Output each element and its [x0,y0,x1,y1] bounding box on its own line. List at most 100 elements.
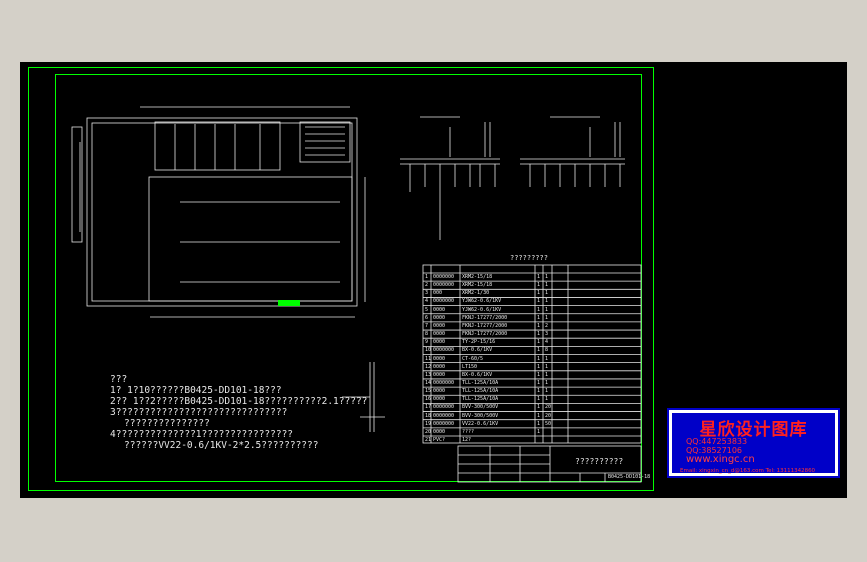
table-cell: FKNJ-17277/2000 [462,314,508,321]
cad-linework [71,106,642,483]
table-cell: ???? [462,428,475,435]
table-cell: 50 [545,420,552,427]
table-cell: 1 [537,420,541,427]
table-cell: 1 [537,290,541,297]
drawing-sheet-border [28,67,654,491]
table-cell: 12 [425,363,432,370]
table-cell: 1 [545,363,549,370]
table-cell: 000 [433,290,443,297]
table-cell: 1 [545,396,549,403]
table-cell: 20 [545,404,552,411]
design-notes: ???1? 1?10??????B0425-DD101-18???2?? 1??… [110,374,367,451]
table-cell: 3 [545,331,549,338]
table-cell: 1 [537,412,541,419]
table-cell: 1 [537,322,541,329]
table-cell: 11 [425,355,432,362]
table-cell: 0000 [433,306,446,313]
table-cell: 1 [537,363,541,370]
table-cell: 1 [537,339,541,346]
table-cell: 1 [537,428,541,435]
table-cell: 13 [425,371,432,378]
single-line-diagram-1 [400,116,500,240]
table-cell: 0000000 [433,282,455,289]
note-line-2: 2?? 1??2?????B0425-DD101-18??????????2.1… [110,396,368,407]
table-cell: 0000 [433,355,446,362]
table-cell: 0000 [433,428,446,435]
table-cell: TY-2P-15/16 [462,339,496,346]
table-cell: 1 [537,347,541,354]
table-cell: 19 [425,420,432,427]
table-cell: 20 [425,428,432,435]
table-cell: XRM2-15/18 [462,274,493,280]
table-cell: 15 [425,388,432,395]
table-cell: 21 [425,437,432,443]
note-line-1: 1? 1?10??????B0425-DD101-18??? [110,385,282,396]
table-cell: 1 [545,314,549,321]
table-cell: 1 [537,371,541,378]
notes-heading: ??? [110,374,128,385]
grounding-detail [342,362,385,432]
table-cell: CT-60/5 [462,355,484,362]
table-cell: PVC? [433,437,446,443]
table-cell: BVV-300/500V [462,412,499,419]
table-cell: 0000000 [433,274,455,280]
table-cell: TLL-125A/10A [462,396,499,403]
floor-plan [71,106,366,318]
table-cell: 1 [545,379,549,386]
table-cell: XRM2-1/30 [462,290,490,297]
table-cell: 1 [537,298,541,305]
table-cell: 0000 [433,371,446,378]
table-cell: LT150 [462,363,478,370]
table-cell: YJW62-0.6/1KV [462,306,502,313]
note-line-3b: ??????????????? [124,418,210,429]
table-cell: 1 [545,355,549,362]
table-cell: 0000000 [433,412,455,419]
table-cell: 16 [425,396,432,403]
note-line-3: 3?????????????????????????????? [110,407,288,418]
table-cell: 4 [545,339,549,346]
note-line-4: 4??????????????1???????????????? [110,429,294,440]
table-cell: 17 [425,404,432,411]
table-cell: 8 [425,331,429,338]
stamp-url: www.xingc.cn [686,454,755,465]
table-cell: 5 [425,306,429,313]
table-cell: 1 [545,274,549,280]
table-cell: BX-0.6/1KV [462,371,493,378]
table-cell: 0000000 [433,347,455,354]
watermark-stamp: 星欣设计图库 QQ:447253833 QQ:38527106 www.xing… [667,408,840,478]
table-cell: 8 [545,347,549,354]
table-cell: TLL-125A/10A [462,379,499,386]
table-cell: 1 [537,355,541,362]
table-cell: 0000000 [433,404,455,411]
table-cell: 1 [537,314,541,321]
drawing-inner-frame [55,74,642,482]
table-cell: 1 [545,282,549,289]
table-cell: 1 [537,274,541,280]
table-cell: 1 [537,306,541,313]
single-line-diagram-2 [520,116,625,187]
table-cell: 1 [537,404,541,411]
table-cell: 1 [537,388,541,395]
table-cell: 1 [425,274,429,280]
table-cell: 10 [425,347,432,354]
table-cell: 1 [545,371,549,378]
table-cell: 1 [545,298,549,305]
table-cell: 1 [537,396,541,403]
table-cell: 1 [545,388,549,395]
table-cell: 2 [545,322,549,329]
table-cell: VV22-0.6/1KV [462,420,499,427]
table-cell: 14 [425,379,432,386]
table-cell: 0000 [433,396,446,403]
table-cell: 0000 [433,388,446,395]
table-cell: 1 [545,290,549,297]
table-cell: 0000000 [433,420,455,427]
table-cell: 1 [537,379,541,386]
material-table [422,264,642,444]
table-cell: 0000 [433,363,446,370]
note-line-5: ??????VV22-0.6/1KV-2*2.5?????????? [124,440,319,451]
table-cell: 1 [537,331,541,338]
table-cell: 0000000 [433,379,455,386]
table-cell: 3 [425,290,429,297]
table-cell: XRM2-15/18 [462,282,493,289]
